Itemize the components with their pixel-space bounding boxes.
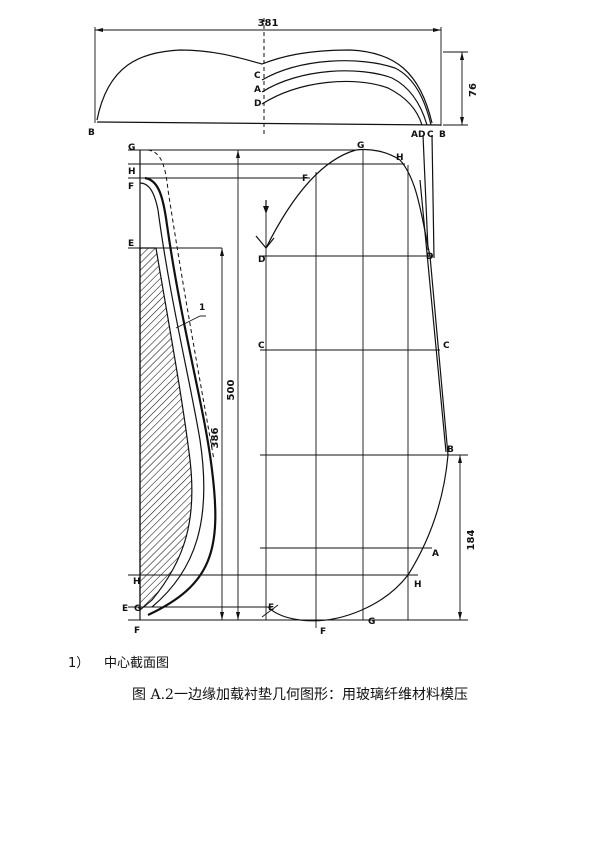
label-right-C-right: C bbox=[443, 341, 450, 351]
label-top-B-left: B bbox=[88, 128, 95, 138]
label-left-G-bottom: G bbox=[134, 604, 141, 614]
subheading-number: 1） bbox=[68, 656, 90, 671]
top-view: 381 76 B C A D AD C B bbox=[88, 18, 479, 140]
label-top-D: D bbox=[254, 99, 261, 109]
label-top-C: C bbox=[254, 71, 261, 81]
technical-drawing: 381 76 B C A D AD C B 1 bbox=[88, 18, 479, 637]
label-right-F-bottom: F bbox=[320, 627, 326, 637]
dim-height-lower: 184 bbox=[466, 530, 477, 551]
label-right-H-top: H bbox=[396, 153, 404, 163]
label-left-E-bottom: E bbox=[122, 604, 128, 614]
label-top-C-right: C bbox=[427, 130, 434, 140]
label-left-H-top: H bbox=[128, 167, 136, 177]
dim-height-inner: 386 bbox=[210, 428, 221, 449]
label-right-B: B bbox=[447, 445, 454, 455]
label-left-H-bottom: H bbox=[133, 577, 141, 587]
label-left-G-top: G bbox=[128, 143, 135, 153]
side-view: 184 F G H D D C C B A H E F G bbox=[255, 134, 477, 637]
dim-width-top: 381 bbox=[258, 18, 279, 29]
label-right-H-bottom: H bbox=[414, 580, 422, 590]
callout-1: 1 bbox=[199, 303, 205, 313]
label-left-F-top: F bbox=[128, 182, 134, 192]
label-top-B-right: B bbox=[439, 130, 446, 140]
dim-height-front: 500 bbox=[226, 380, 237, 401]
label-right-F-top: F bbox=[302, 174, 308, 184]
figure-caption: 图 A.2一边缘加载衬垫几何图形：用玻璃纤维材料模压 bbox=[132, 687, 468, 703]
label-right-E-bottom: E bbox=[268, 603, 274, 613]
label-left-F-bottom: F bbox=[134, 626, 140, 636]
center-section-view: 1 386 500 G H F E H E G F bbox=[122, 143, 468, 636]
dim-height-top: 76 bbox=[468, 83, 479, 97]
label-right-G-bottom: G bbox=[368, 617, 375, 627]
label-right-A: A bbox=[432, 549, 439, 559]
label-right-D-right: D bbox=[426, 252, 433, 262]
label-right-G-top: G bbox=[357, 141, 364, 151]
label-right-C-left: C bbox=[258, 341, 265, 351]
section-subheading: 1） 中心截面图 bbox=[68, 652, 169, 671]
subheading-text: 中心截面图 bbox=[104, 656, 170, 671]
label-top-A: A bbox=[254, 85, 261, 95]
label-right-D-left: D bbox=[258, 255, 265, 265]
label-left-E-top: E bbox=[128, 239, 134, 249]
label-top-AD: AD bbox=[411, 130, 425, 140]
